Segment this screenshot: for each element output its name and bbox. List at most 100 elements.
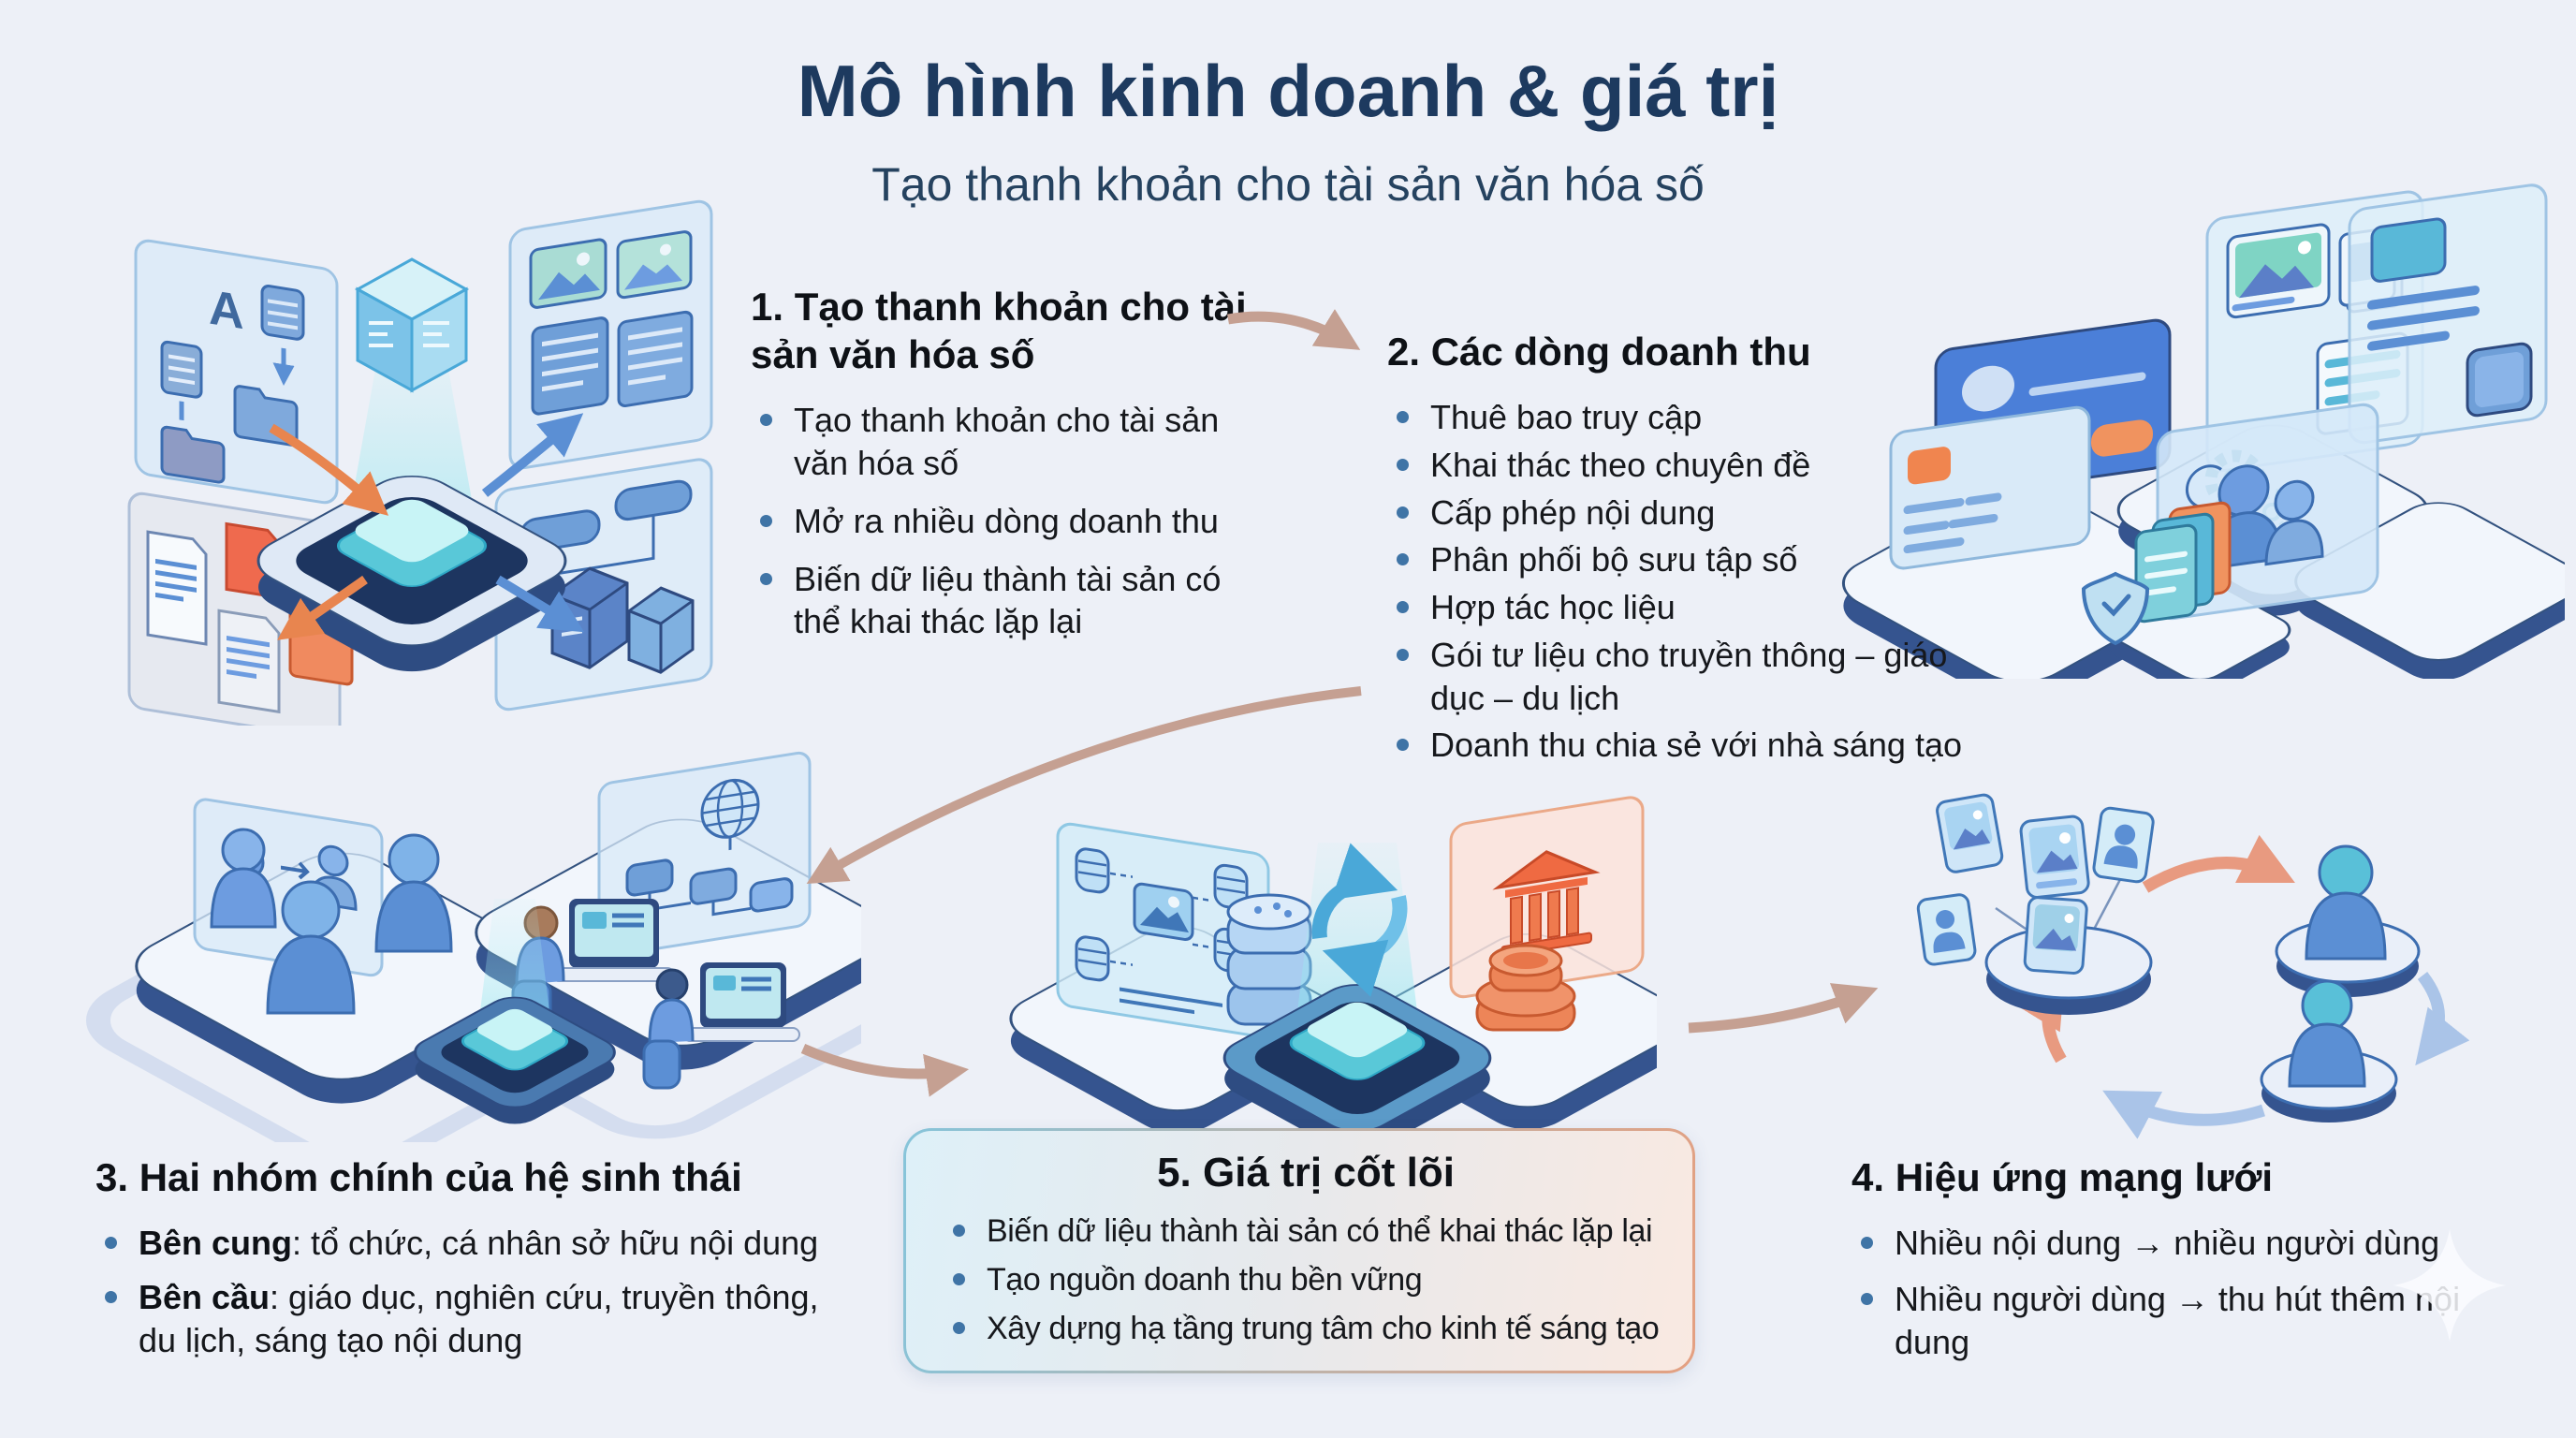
arrow-center-to-section4 xyxy=(1688,983,1879,1034)
section-4-network-effect: 4. Hiệu ứng mạng lưới Nhiều nội dung → n… xyxy=(1852,1153,2535,1376)
folder-stack-icon xyxy=(2134,501,2232,624)
bullet-text: Tạo thanh khoản cho tài sản văn hóa số xyxy=(794,401,1220,483)
bullet-dot xyxy=(1861,1292,1873,1305)
inbound-arrow xyxy=(269,423,389,516)
photo-card-icon xyxy=(2019,814,2090,899)
bullet-dot xyxy=(1861,1237,1873,1250)
outbound-arrow xyxy=(481,413,584,497)
bullet-dot xyxy=(1397,553,1409,566)
hub-mini-platform xyxy=(414,996,616,1124)
bank-icon xyxy=(1492,850,1601,958)
person-card-icon xyxy=(2092,806,2155,884)
person-card-icon xyxy=(1916,893,1977,966)
bullet-text: Hợp tác học liệu xyxy=(1430,588,1676,627)
license-doc-panel xyxy=(2348,183,2548,445)
flow-arrow xyxy=(179,347,284,421)
user-body xyxy=(648,998,695,1044)
list-item: Bên cầu: giáo dục, nghiên cứu, truyền th… xyxy=(95,1276,826,1361)
server-icon xyxy=(260,285,305,341)
bullet-text: Khai thác theo chuyên đề xyxy=(1430,445,1811,484)
section-5-core-value-box: 5. Giá trị cốt lõi Biến dữ liệu thành tà… xyxy=(903,1128,1695,1373)
people-group-panel xyxy=(2156,403,2379,621)
server-box-icon xyxy=(627,586,695,674)
arrow-section2-to-section3 xyxy=(806,686,1362,885)
section-1-liquidity: 1. Tạo thanh khoản cho tài sản văn hóa s… xyxy=(751,283,1256,658)
ecosystem-groups-illustration xyxy=(85,751,861,1142)
image-thumbnail-icon xyxy=(2226,223,2331,319)
user-node xyxy=(2275,844,2421,997)
bullet-text: Gói tư liệu cho truyền thông – giáo dục … xyxy=(1430,635,1948,717)
photo-card-icon xyxy=(1936,793,2004,873)
db-node-icon xyxy=(1075,847,1110,894)
folder-icon xyxy=(160,425,226,484)
arrow-section1-to-section2 xyxy=(1227,309,1361,350)
folder-card-icon xyxy=(2466,342,2533,418)
bullet-dot xyxy=(760,514,772,527)
list-item: Biến dữ liệu thành tài sản có thể khai t… xyxy=(944,1211,1668,1252)
bullet-text: Nhiều người dùng → thu hút thêm nội dung xyxy=(1895,1279,2461,1361)
list-item: Gói tư liệu cho truyền thông – giáo dục … xyxy=(1387,634,1968,719)
list-item: Nhiều nội dung → nhiều người dùng xyxy=(1852,1222,2535,1265)
list-item: Tạo thanh khoản cho tài sản văn hóa số xyxy=(751,399,1256,484)
section-4-heading: 4. Hiệu ứng mạng lưới xyxy=(1852,1155,2274,1199)
bullet-dot xyxy=(953,1273,965,1286)
bullet-dot xyxy=(1397,601,1409,614)
outbound-arrow xyxy=(495,575,585,633)
sparkle-icon xyxy=(2393,1229,2506,1342)
bullet-text: Tạo nguồn doanh thu bền vững xyxy=(987,1262,1423,1299)
user-node xyxy=(2260,979,2398,1123)
exchange-arrow xyxy=(281,861,310,880)
bullet-dot xyxy=(1397,648,1409,661)
bullet-text: Mở ra nhiều dòng doanh thu xyxy=(794,501,1219,540)
bullet-dot xyxy=(105,1290,117,1303)
section-3-heading: 3. Hai nhóm chính của hệ sinh thái xyxy=(95,1155,742,1199)
bullet-dot xyxy=(1397,458,1409,471)
core-platform xyxy=(1222,984,1492,1133)
cycle-arrow-top xyxy=(2142,834,2295,893)
list-item: Mở ra nhiều dòng doanh thu xyxy=(751,500,1256,543)
workstation-user xyxy=(642,962,800,1090)
person-body xyxy=(2305,891,2387,961)
bullet-dot xyxy=(1397,739,1409,752)
list-item: Biến dữ liệu thành tài sản có thể khai t… xyxy=(751,558,1256,643)
content-node xyxy=(1916,793,2155,1015)
image-thumbnail-icon xyxy=(616,230,693,300)
data-cube-icon xyxy=(354,257,470,393)
bullet-text: Bên cung: tổ chức, cá nhân sở hữu nội du… xyxy=(139,1224,819,1263)
bullet-text: Cấp phép nội dung xyxy=(1430,492,1716,532)
bullet-text: Nhiều nội dung → nhiều người dùng xyxy=(1895,1224,2440,1263)
person-bust xyxy=(210,828,277,929)
cycle-arrow-right xyxy=(2415,972,2470,1066)
page-title: Mô hình kinh doanh & giá trị xyxy=(797,50,1779,132)
arrow-section3-to-center xyxy=(800,1043,970,1097)
section-1-heading: 1. Tạo thanh khoản cho tài sản văn hóa s… xyxy=(751,285,1247,377)
outbound-arrow xyxy=(277,575,368,640)
page-subtitle: Tạo thanh khoản cho tài sản văn hóa số xyxy=(871,158,1705,211)
bullet-dot xyxy=(953,1225,965,1237)
section-3-ecosystem-groups: 3. Hai nhóm chính của hệ sinh thái Bên c… xyxy=(95,1153,826,1372)
coin-stack-icon xyxy=(1475,944,1576,1032)
cycle-arrow-bottom xyxy=(2102,1090,2265,1139)
section-2-heading: 2. Các dòng doanh thu xyxy=(1387,330,1811,374)
person-head xyxy=(2318,844,2374,901)
bullet-text: Doanh thu chia sẻ với nhà sáng tạo xyxy=(1430,726,1962,765)
list-item: Doanh thu chia sẻ với nhà sáng tạo xyxy=(1387,724,1968,767)
page-icon xyxy=(146,530,208,646)
section-5-heading: 5. Giá trị cốt lõi xyxy=(1157,1150,1455,1196)
bullet-dot xyxy=(1397,506,1409,519)
person-bust xyxy=(374,833,453,953)
user-head xyxy=(655,968,689,1002)
credit-card-icon xyxy=(1889,405,2091,570)
institution-panel xyxy=(1449,796,1645,999)
bullet-text: Phân phối bộ sưu tập số xyxy=(1430,540,1798,580)
code-lines xyxy=(369,321,449,347)
workflow-panel xyxy=(494,458,713,712)
person-body xyxy=(2288,1022,2366,1088)
source-flow-panel: A xyxy=(134,239,339,505)
core-value-box-inner: 5. Giá trị cốt lõi Biến dữ liệu thành tà… xyxy=(906,1131,1692,1371)
teal-block-icon xyxy=(2370,217,2447,283)
db-node-icon xyxy=(1075,935,1110,982)
bullet-dot xyxy=(105,1237,117,1250)
node-box xyxy=(625,858,674,897)
